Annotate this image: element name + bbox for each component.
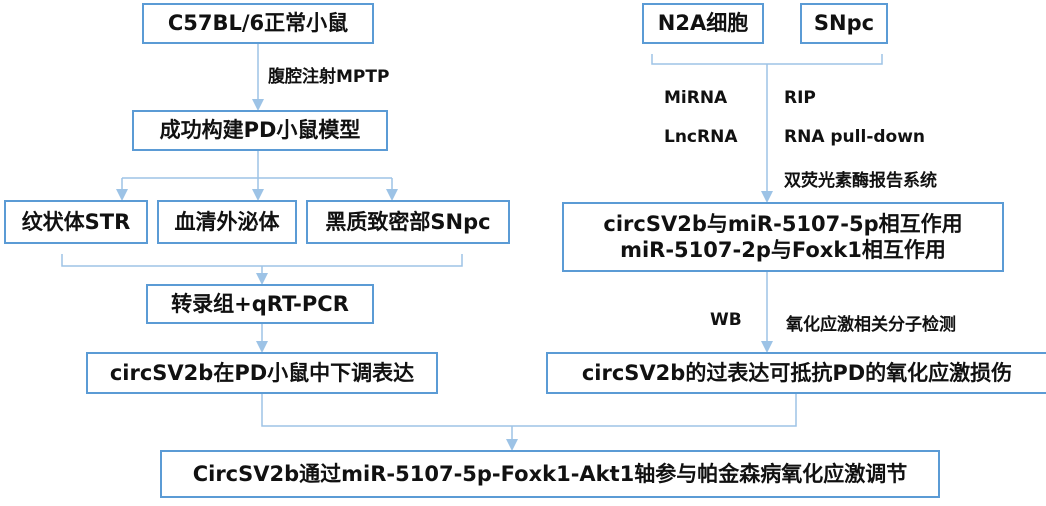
interaction-box: circSV2b与miR-5107-5p相互作用 miR-5107-2p与Fox… — [562, 202, 1004, 272]
method-rip: RIP — [784, 88, 816, 108]
model-text: 成功构建PD小鼠模型 — [159, 118, 361, 143]
injection-label: 腹腔注射MPTP — [268, 67, 390, 87]
protection-box: circSV2b的过表达可抵抗PD的氧化应激损伤 — [546, 352, 1046, 394]
tissue-str-box: 纹状体STR — [4, 200, 148, 244]
snpc-text: SNpc — [813, 11, 875, 36]
conclusion-box: CircSV2b通过miR-5107-5p-Foxk1-Akt1轴参与帕金森病氧… — [160, 450, 940, 498]
n2a-box: N2A细胞 — [642, 3, 764, 44]
model-box: 成功构建PD小鼠模型 — [132, 110, 388, 151]
method-pulldown: RNA pull-down — [784, 127, 926, 147]
wb-label: WB — [710, 310, 742, 330]
assay-text: 转录组+qRT-PCR — [171, 291, 349, 316]
method-mirna: MiRNA — [664, 88, 728, 108]
bracket-tissues — [61, 254, 463, 267]
tissue-serum-text: 血清外泌体 — [174, 209, 280, 234]
downregulation-box: circSV2b在PD小鼠中下调表达 — [86, 352, 438, 394]
interaction-line1: circSV2b与miR-5107-5p相互作用 — [603, 211, 963, 236]
tissue-str-text: 纹状体STR — [21, 209, 131, 234]
bracket-cells — [651, 54, 883, 65]
method-lncrna: LncRNA — [664, 127, 738, 147]
assay-box: 转录组+qRT-PCR — [146, 284, 374, 324]
mice-box: C57BL/6正常小鼠 — [142, 3, 374, 44]
protection-text: circSV2b的过表达可抵抗PD的氧化应激损伤 — [581, 360, 1013, 385]
oxidative-detect-label: 氧化应激相关分子检测 — [786, 315, 956, 335]
merge-lines — [261, 394, 797, 427]
tissue-snpc-text: 黑质致密部SNpc — [325, 209, 491, 234]
mice-text: C57BL/6正常小鼠 — [167, 11, 349, 36]
downregulation-text: circSV2b在PD小鼠中下调表达 — [109, 360, 415, 385]
n2a-text: N2A细胞 — [657, 11, 749, 36]
interaction-line2: miR-5107-2p与Foxk1相互作用 — [620, 238, 946, 262]
tissue-snpc-box: 黑质致密部SNpc — [306, 200, 510, 244]
tissue-serum-box: 血清外泌体 — [157, 200, 297, 244]
method-luciferase: 双荧光素酶报告系统 — [784, 171, 937, 191]
snpc-box: SNpc — [800, 3, 888, 44]
conclusion-text: CircSV2b通过miR-5107-5p-Foxk1-Akt1轴参与帕金森病氧… — [192, 461, 908, 486]
